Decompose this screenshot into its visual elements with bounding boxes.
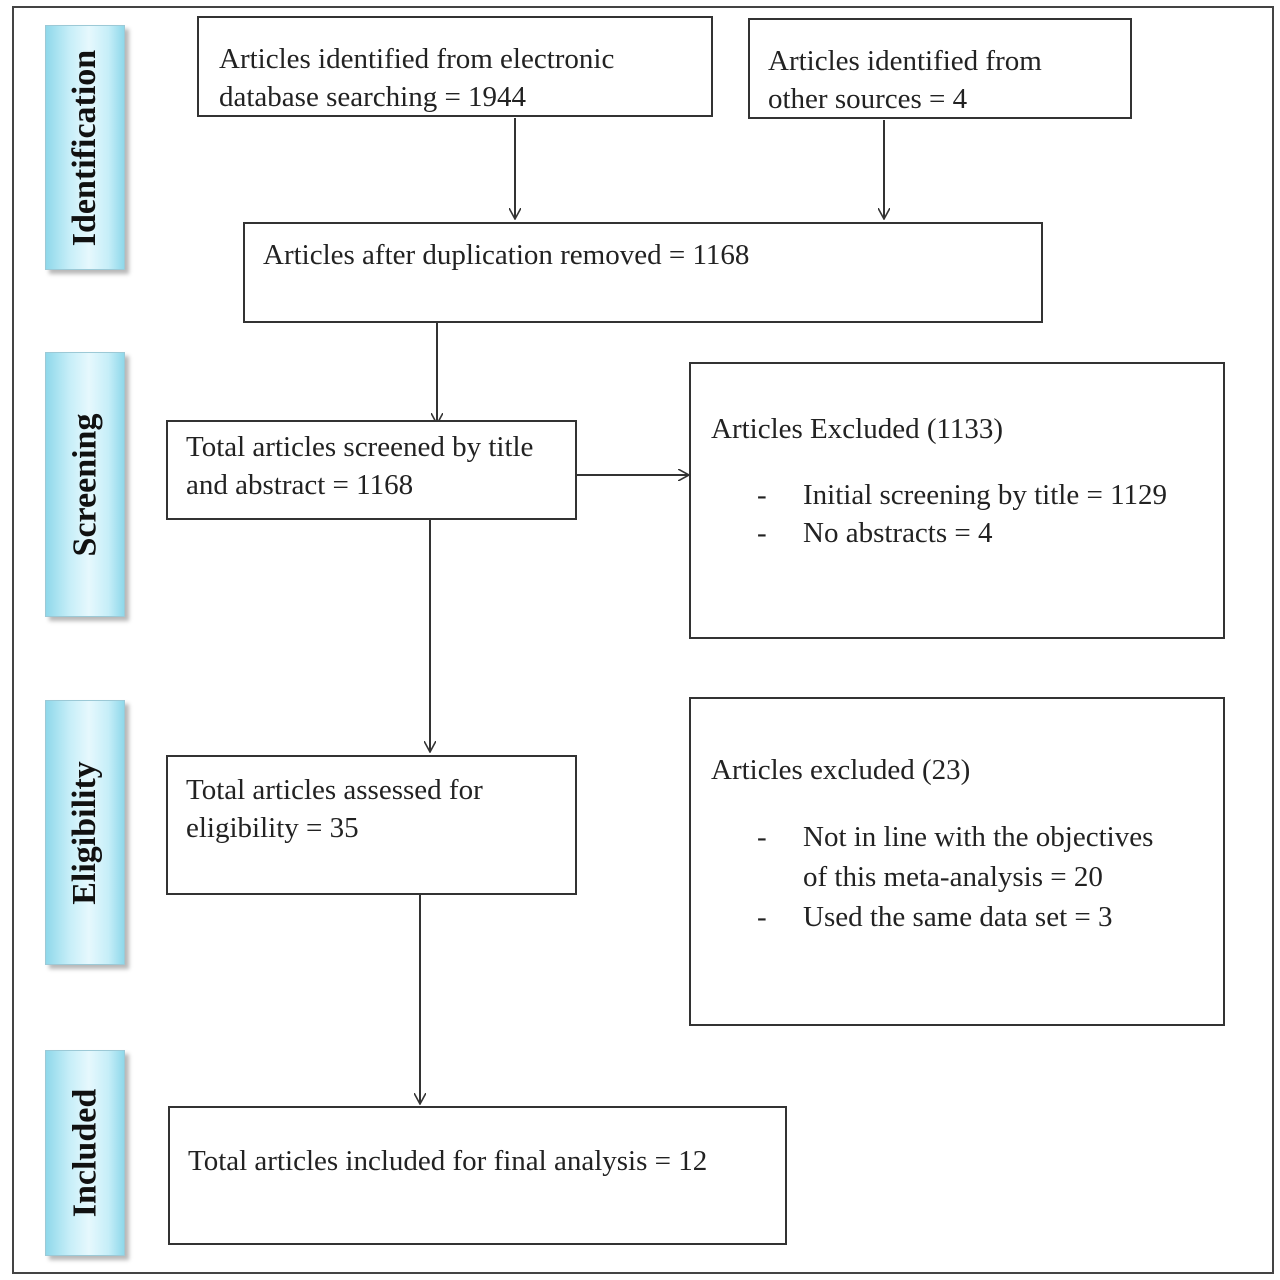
excluded-eligibility-item-2: Used the same data set = 3	[803, 901, 1113, 933]
stage-screening: Screening	[45, 352, 125, 617]
list-item-continuation: of this meta-analysis = 20	[711, 857, 1223, 897]
excluded-screening-item-2: No abstracts = 4	[803, 517, 993, 549]
box-after-duplication: Articles after duplication removed = 116…	[243, 222, 1043, 323]
excluded-screening-list: - Initial screening by title = 1129 - No a…	[711, 476, 1223, 552]
stage-included-label: Included	[66, 1088, 103, 1218]
box-eligibility-line2: eligibility = 35	[186, 812, 359, 844]
list-item: - Not in line with the objectives	[711, 817, 1223, 857]
bullet-marker: -	[757, 821, 767, 853]
excluded-eligibility-item-1b: of this meta-analysis = 20	[803, 861, 1103, 893]
box-after-duplication-line1: Articles after duplication removed = 116…	[263, 239, 750, 271]
box-database-search-line2: database searching = 1944	[219, 81, 527, 113]
box-screened: Total articles screened by title and abs…	[166, 420, 577, 520]
box-excluded-eligibility: Articles excluded (23) - Not in line with…	[689, 697, 1225, 1026]
stage-identification-label: Identification	[66, 49, 104, 246]
box-eligibility: Total articles assessed for eligibility …	[166, 755, 577, 895]
stage-included: Included	[45, 1050, 125, 1256]
box-screened-line1: Total articles screened by title	[186, 431, 534, 463]
excluded-screening-item-1: Initial screening by title = 1129	[803, 479, 1168, 511]
excluded-eligibility-item-1a: Not in line with the objectives	[803, 821, 1154, 853]
stage-identification: Identification	[45, 25, 125, 270]
bullet-marker: -	[757, 517, 767, 549]
list-item: - No abstracts = 4	[711, 514, 1223, 552]
box-eligibility-line1: Total articles assessed for	[186, 774, 483, 806]
stage-eligibility: Eligibility	[45, 700, 125, 965]
box-excluded-screening: Articles Excluded (1133) - Initial screen…	[689, 362, 1225, 639]
box-excluded-eligibility-title: Articles excluded (23)	[711, 754, 971, 786]
box-included-line1: Total articles included for final analys…	[188, 1145, 708, 1177]
box-other-sources: Articles identified from other sources =…	[748, 18, 1132, 119]
box-excluded-screening-title: Articles Excluded (1133)	[711, 413, 1004, 445]
stage-screening-label: Screening	[66, 413, 103, 556]
excluded-eligibility-list: - Not in line with the objectives of this…	[711, 817, 1223, 937]
box-included: Total articles included for final analys…	[168, 1106, 787, 1245]
bullet-marker: -	[757, 901, 767, 933]
box-screened-line2: and abstract = 1168	[186, 469, 414, 501]
box-other-sources-line2: other sources = 4	[768, 83, 968, 115]
diagram-frame	[12, 6, 1274, 1274]
box-database-search: Articles identified from electronic data…	[197, 16, 713, 117]
box-database-search-line1: Articles identified from electronic	[219, 43, 615, 75]
bullet-marker: -	[757, 479, 767, 511]
list-item: - Used the same data set = 3	[711, 897, 1223, 937]
stage-eligibility-label: Eligibility	[66, 760, 103, 905]
box-other-sources-line1: Articles identified from	[768, 45, 1042, 77]
list-item: - Initial screening by title = 1129	[711, 476, 1223, 514]
